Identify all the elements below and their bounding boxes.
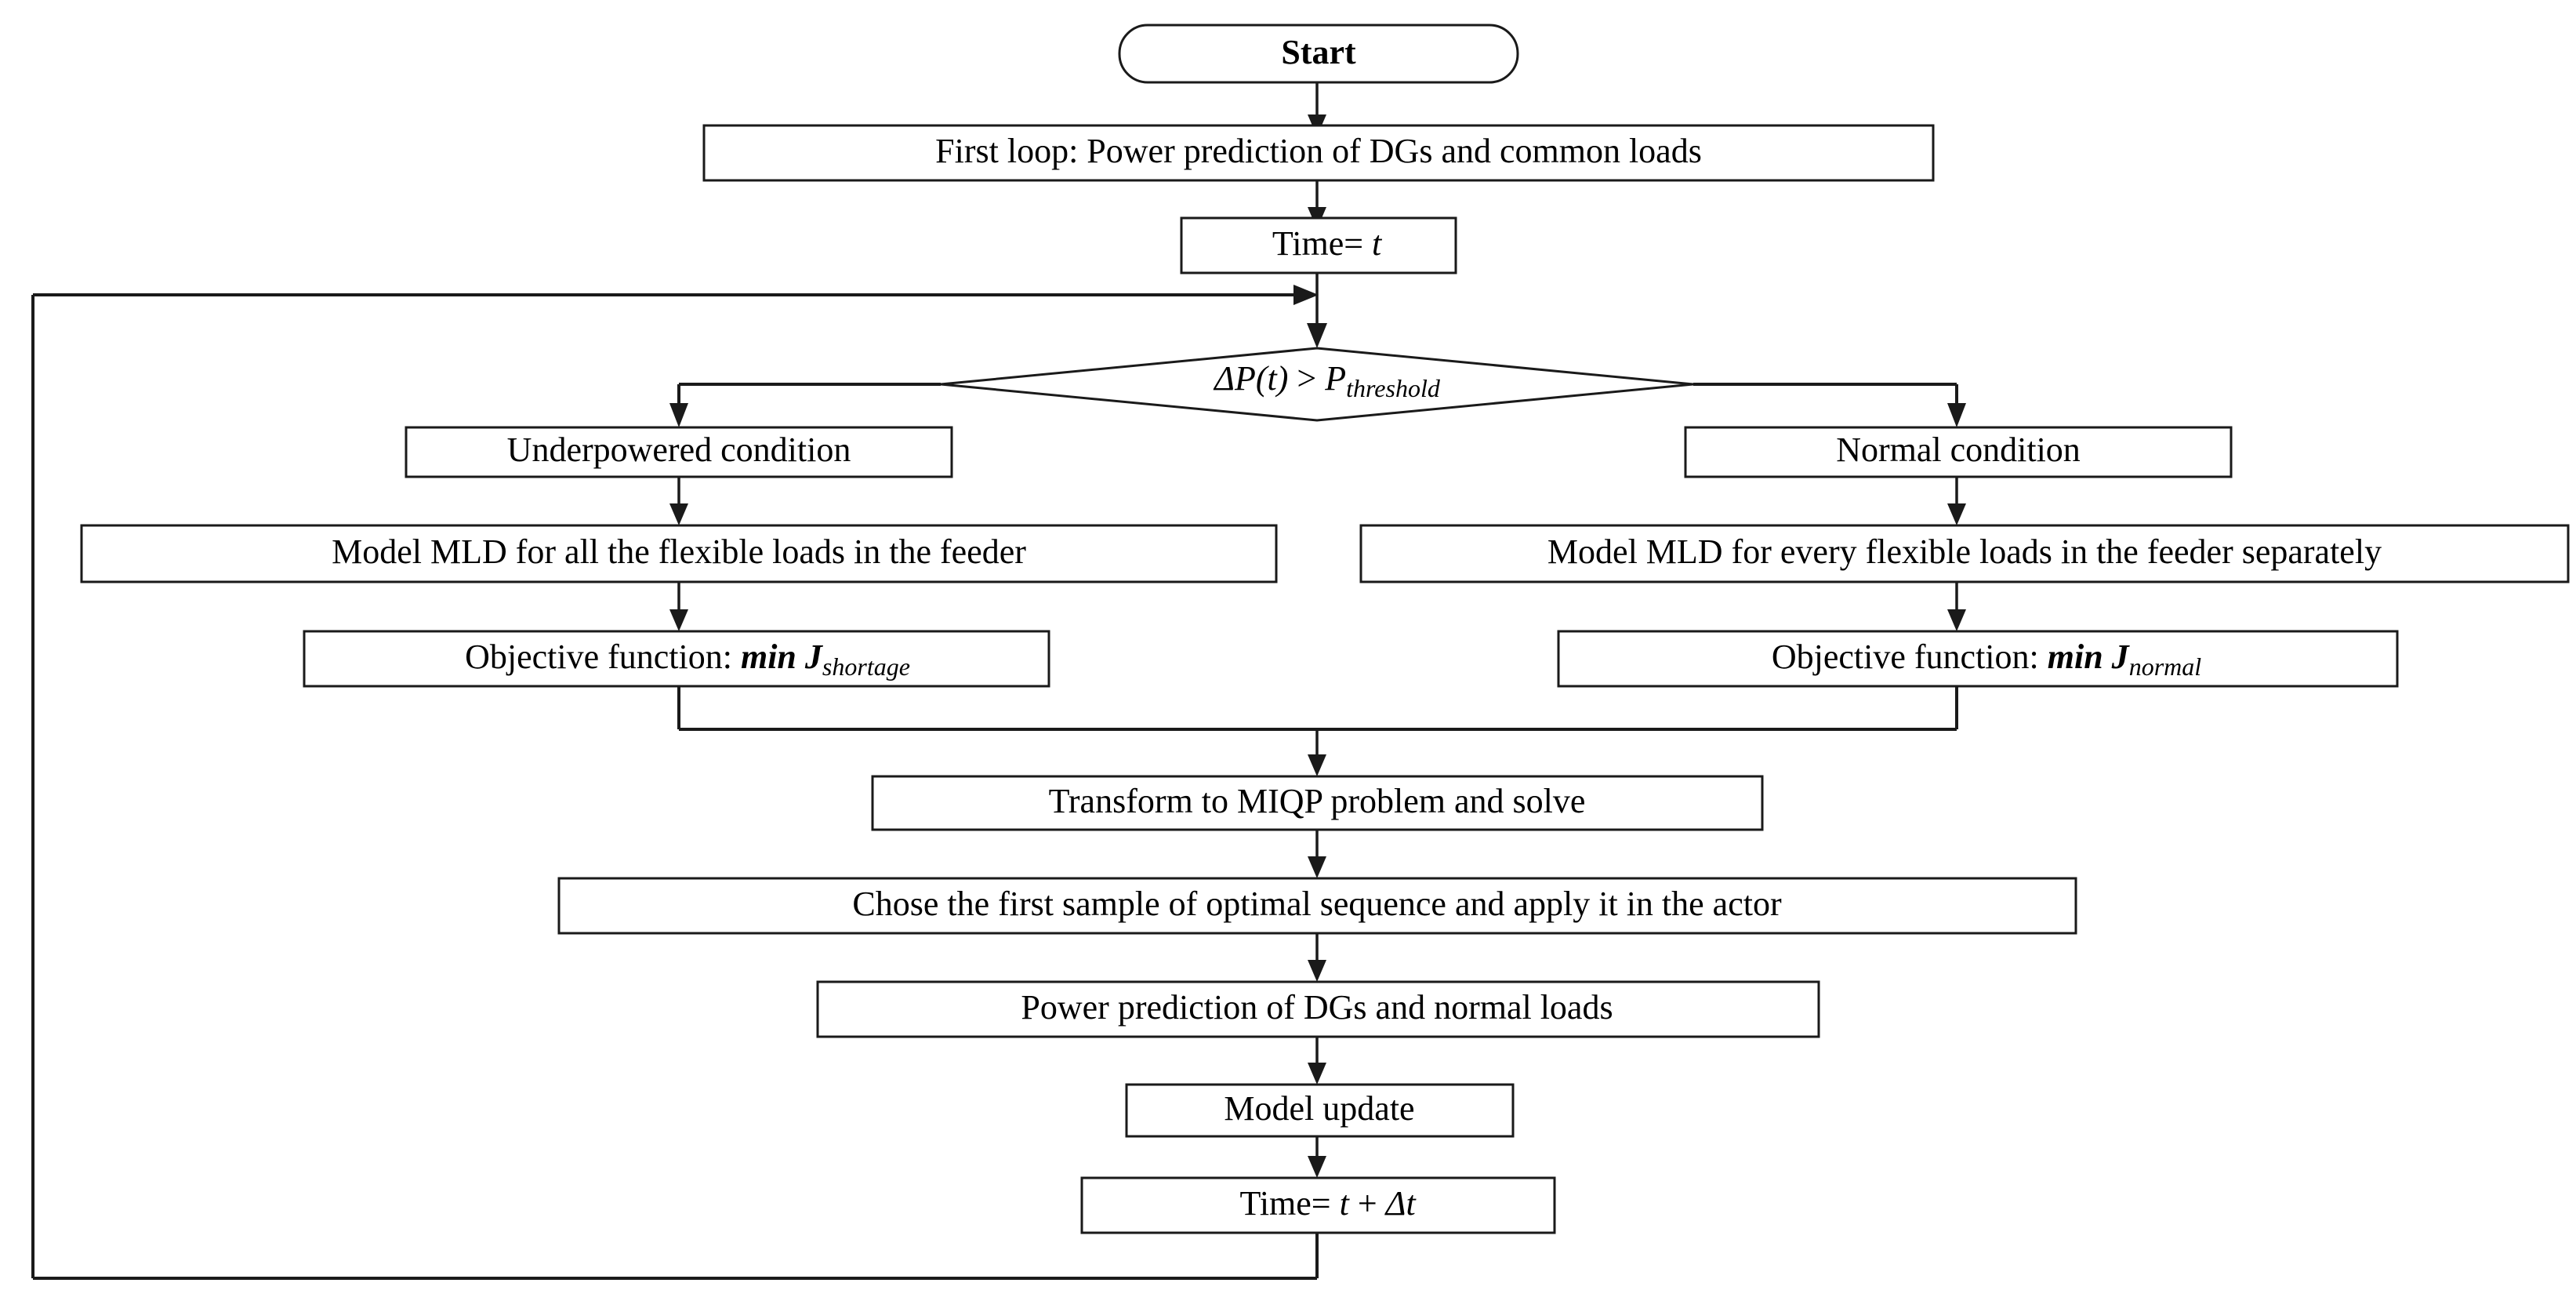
node-obj-normal-prefix: Objective function: xyxy=(1772,638,2048,676)
node-decision-lhs: ΔP(t) xyxy=(1213,359,1288,398)
node-decision-label: ΔP(t) > Pthreshold xyxy=(1137,359,1500,407)
node-miqp-label: Transform to MIQP problem and solve xyxy=(1049,782,1586,820)
node-mld-all[interactable]: Model MLD for all the flexible loads in … xyxy=(80,524,1278,583)
node-power-prediction[interactable]: Power prediction of DGs and normal loads xyxy=(816,980,1820,1038)
node-time-advance-label: Time= t + Δt xyxy=(1163,1184,1475,1223)
node-time-init[interactable]: Time= t xyxy=(1180,216,1457,274)
edge-time-init-to-decision xyxy=(1307,273,1327,348)
node-chose-sample[interactable]: Chose the first sample of optimal sequen… xyxy=(557,877,2077,935)
node-underpowered[interactable]: Underpowered condition xyxy=(405,426,953,478)
node-first-loop-label: First loop: Power prediction of DGs and … xyxy=(935,132,1702,170)
node-time-advance-var: t xyxy=(1340,1184,1351,1223)
node-normal[interactable]: Normal condition xyxy=(1684,426,2233,478)
node-mld-every[interactable]: Model MLD for every flexible loads in th… xyxy=(1359,524,2570,583)
edge-power-prediction-to-model-update xyxy=(1308,1037,1326,1085)
node-time-advance-prefix: Time= xyxy=(1239,1184,1339,1223)
edge-mld-every-to-obj-normal xyxy=(1947,582,1966,631)
node-obj-normal-label: Objective function: min Jnormal xyxy=(1694,638,2262,685)
edge-chose-sample-to-power-prediction xyxy=(1308,933,1326,982)
node-time-init-var: t xyxy=(1372,224,1383,263)
edge-mld-all-to-obj-shortage xyxy=(669,582,688,631)
node-start[interactable]: Start xyxy=(1118,24,1519,84)
node-time-advance-plus: + xyxy=(1349,1184,1386,1223)
node-mld-all-label: Model MLD for all the flexible loads in … xyxy=(332,532,1026,571)
node-decision-rhs-sub: threshold xyxy=(1346,374,1441,402)
node-time-advance-delta: Δt xyxy=(1384,1184,1417,1223)
node-chose-sample-label: Chose the first sample of optimal sequen… xyxy=(852,885,1782,923)
node-first-loop[interactable]: First loop: Power prediction of DGs and … xyxy=(702,124,1935,182)
node-obj-shortage-prefix: Objective function: xyxy=(465,638,741,676)
node-obj-shortage-sub: shortage xyxy=(822,652,910,681)
node-model-update-label: Model update xyxy=(1224,1089,1414,1128)
edge-miqp-to-chose-sample xyxy=(1308,830,1326,878)
node-normal-label: Normal condition xyxy=(1836,431,2081,469)
node-time-init-label: Time= t xyxy=(1195,224,1442,263)
node-mld-every-label: Model MLD for every flexible loads in th… xyxy=(1547,532,2382,571)
node-decision-rhs-base: P xyxy=(1324,359,1346,398)
node-decision-op: > xyxy=(1288,359,1325,398)
node-time-advance[interactable]: Time= t + Δt xyxy=(1080,1176,1556,1234)
edge-underpowered-to-mld-all xyxy=(669,477,688,525)
node-decision[interactable]: ΔP(t) > Pthreshold xyxy=(940,347,1694,422)
node-start-label: Start xyxy=(1281,33,1356,71)
edge-feedback-loop xyxy=(31,285,1319,1280)
node-time-init-prefix: Time= xyxy=(1272,224,1372,263)
node-obj-shortage[interactable]: Objective function: min Jshortage xyxy=(303,630,1050,688)
edge-decision-to-underpowered xyxy=(669,383,941,427)
edge-decision-to-normal xyxy=(1693,383,1966,427)
node-obj-normal-func: min J xyxy=(2048,638,2131,676)
node-obj-shortage-label: Objective function: min Jshortage xyxy=(387,638,971,685)
node-miqp[interactable]: Transform to MIQP problem and solve xyxy=(871,775,1764,831)
node-model-update[interactable]: Model update xyxy=(1125,1083,1515,1138)
node-obj-normal-sub: normal xyxy=(2129,652,2202,681)
node-power-prediction-label: Power prediction of DGs and normal loads xyxy=(1021,988,1613,1027)
edge-normal-to-mld-every xyxy=(1947,477,1966,525)
connector-layer xyxy=(31,82,1966,1280)
edge-merge-to-miqp xyxy=(677,686,1958,776)
node-obj-shortage-func: min J xyxy=(741,638,824,676)
node-underpowered-label: Underpowered condition xyxy=(507,431,851,469)
node-obj-normal[interactable]: Objective function: min Jnormal xyxy=(1557,630,2399,688)
